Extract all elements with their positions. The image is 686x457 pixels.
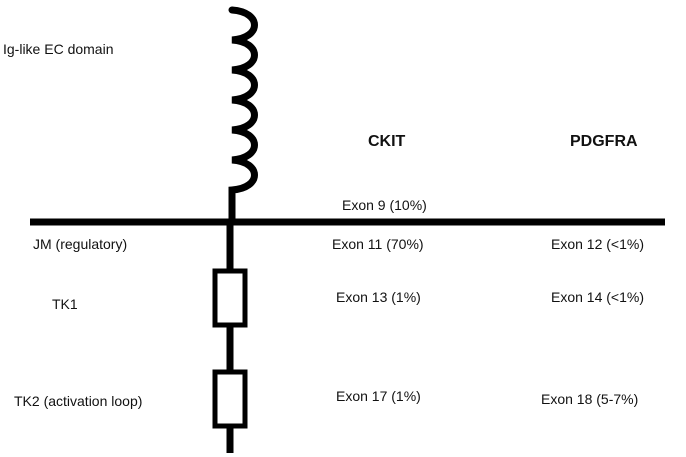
pdgfra-exon14: Exon 14 (<1%) [551, 289, 644, 305]
tk1-domain-box [212, 268, 248, 328]
tk1-label: TK1 [52, 296, 78, 312]
tk2-domain-box [212, 369, 248, 429]
ec-domain-label: Ig-like EC domain [3, 41, 114, 57]
pdgfra-exon18: Exon 18 (5-7%) [541, 391, 639, 407]
ckit-exon17: Exon 17 (1%) [336, 388, 421, 404]
ig-like-coil [228, 6, 258, 226]
jm-label: JM (regulatory) [33, 236, 128, 252]
ckit-exon11: Exon 11 (70%) [332, 236, 424, 252]
pdgfra-header: PDGFRA [570, 133, 638, 150]
ckit-header: CKIT [368, 133, 406, 150]
tk2-label: TK2 (activation loop) [14, 393, 143, 409]
ckit-exon13: Exon 13 (1%) [336, 289, 421, 305]
pdgfra-exon12: Exon 12 (<1%) [551, 236, 644, 252]
ckit-exon9: Exon 9 (10%) [342, 197, 427, 213]
